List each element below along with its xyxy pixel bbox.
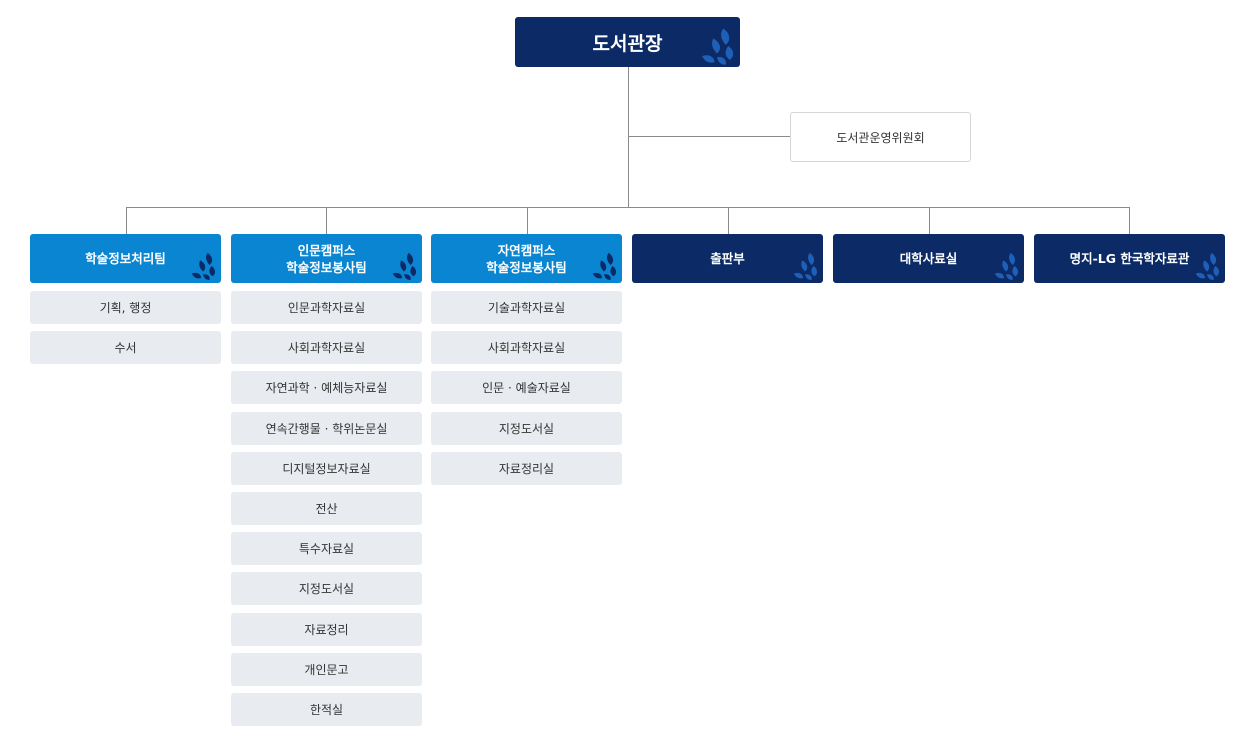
dept-box-6: 명지-LG 한국학자료관 bbox=[1034, 234, 1225, 283]
unit-box: 인문 · 예술자료실 bbox=[431, 371, 622, 405]
unit-box: 개인문고 bbox=[231, 652, 422, 686]
dept-label: 학술정보처리팀 bbox=[85, 251, 166, 266]
leaf-decoration-icon bbox=[1195, 252, 1220, 280]
unit-box: 사회과학자료실 bbox=[231, 331, 422, 365]
unit-box: 지정도서실 bbox=[231, 572, 422, 606]
leaf-decoration-icon bbox=[994, 252, 1019, 280]
dept-label-line1: 인문캠퍼스 bbox=[297, 242, 356, 258]
dept-label: 출판부 bbox=[710, 251, 745, 266]
unit-list-1: 기획, 행정 수서 bbox=[30, 291, 221, 371]
unit-box: 자료정리 bbox=[231, 612, 422, 646]
dept-box-5: 대학사료실 bbox=[833, 234, 1024, 283]
dept-box-1: 학술정보처리팀 bbox=[30, 234, 221, 283]
unit-list-2: 인문과학자료실 사회과학자료실 자연과학 · 예체능자료실 연속간행물 · 학위… bbox=[231, 291, 422, 733]
leaf-decoration-icon bbox=[702, 28, 734, 65]
connector-drop-4 bbox=[728, 207, 729, 234]
unit-box: 인문과학자료실 bbox=[231, 291, 422, 324]
leaf-decoration-icon bbox=[592, 252, 617, 280]
unit-box: 수서 bbox=[30, 331, 221, 365]
dept-label-line1: 자연캠퍼스 bbox=[497, 242, 556, 258]
committee-box: 도서관운영위원회 bbox=[790, 112, 971, 162]
head-box: 도서관장 bbox=[515, 17, 740, 67]
connector-drop-5 bbox=[929, 207, 930, 234]
connector-departments bbox=[126, 207, 1130, 208]
unit-box: 전산 bbox=[231, 491, 422, 525]
dept-label: 명지-LG 한국학자료관 bbox=[1069, 251, 1190, 266]
connector-drop-2 bbox=[326, 207, 327, 234]
connector-committee bbox=[628, 136, 790, 137]
dept-label-line2: 학술정보봉사팀 bbox=[486, 259, 567, 275]
unit-box: 한적실 bbox=[231, 692, 422, 726]
connector-drop-6 bbox=[1129, 207, 1130, 234]
unit-box: 특수자료실 bbox=[231, 532, 422, 566]
unit-box: 자연과학 · 예체능자료실 bbox=[231, 371, 422, 405]
connector-drop-1 bbox=[126, 207, 127, 234]
unit-box: 연속간행물 · 학위논문실 bbox=[231, 411, 422, 445]
unit-list-3: 기술과학자료실 사회과학자료실 인문 · 예술자료실 지정도서실 자료정리실 bbox=[431, 291, 622, 492]
dept-label: 대학사료실 bbox=[899, 251, 958, 266]
unit-box: 사회과학자료실 bbox=[431, 331, 622, 365]
head-label: 도서관장 bbox=[592, 32, 663, 55]
leaf-decoration-icon bbox=[392, 252, 417, 280]
dept-box-3: 자연캠퍼스 학술정보봉사팀 bbox=[431, 234, 622, 283]
unit-box: 자료정리실 bbox=[431, 451, 622, 485]
unit-box: 기획, 행정 bbox=[30, 291, 221, 324]
leaf-decoration-icon bbox=[793, 252, 818, 280]
connector-drop-3 bbox=[527, 207, 528, 234]
unit-box: 기술과학자료실 bbox=[431, 291, 622, 324]
dept-box-2: 인문캠퍼스 학술정보봉사팀 bbox=[231, 234, 422, 283]
leaf-decoration-icon bbox=[191, 252, 216, 280]
dept-label-line2: 학술정보봉사팀 bbox=[286, 259, 367, 275]
dept-box-4: 출판부 bbox=[632, 234, 823, 283]
unit-box: 디지털정보자료실 bbox=[231, 451, 422, 485]
unit-box: 지정도서실 bbox=[431, 411, 622, 445]
committee-label: 도서관운영위원회 bbox=[836, 130, 925, 145]
connector-trunk bbox=[628, 67, 629, 207]
